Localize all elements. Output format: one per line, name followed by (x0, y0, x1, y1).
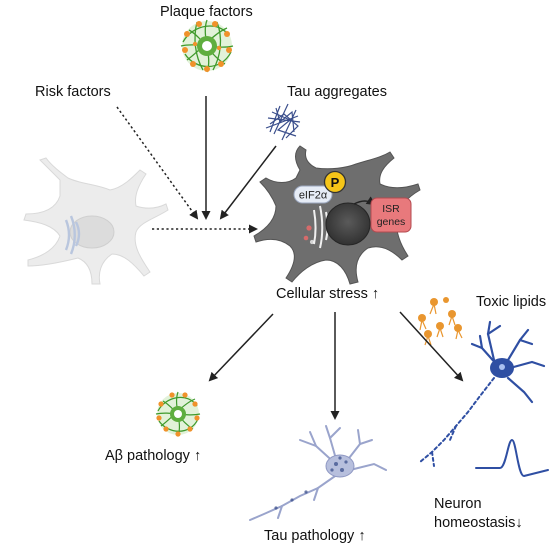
abeta-pathology-arrow (208, 313, 274, 382)
plaque-factors-label: Plaque factors (160, 4, 253, 20)
risk-factors-label: Risk factors (35, 84, 111, 100)
arrows (116, 96, 464, 420)
neuron-homeostasis-label-line1: Neuron (434, 496, 482, 512)
tau-aggregate-icon (265, 103, 301, 141)
tau-pathology-label: Tau pathology ↑ (264, 528, 366, 544)
abeta-plaque-icon (155, 391, 201, 437)
tau-pathology-neuron (249, 425, 387, 521)
phosphate-badge: P (323, 170, 347, 194)
toxic-lipids-label: Toxic lipids (476, 294, 547, 310)
eif2a-badge: eIF2α (293, 185, 333, 204)
neuron-icon (419, 320, 549, 477)
toxic-lipids-icon (418, 297, 463, 346)
risk-factors-arrow (116, 106, 199, 220)
isr-label-line2: genes (377, 216, 406, 228)
neuron-homeostasis-label-line2: homeostasis↓ (434, 515, 523, 531)
neuron-homeostasis-arrow (399, 311, 464, 382)
isr-label-line1: ISR (382, 203, 400, 215)
isr-genes-box: ISR genes (370, 197, 412, 233)
tau-aggregates-label: Tau aggregates (287, 84, 387, 100)
tau-aggregates-arrow (219, 145, 277, 220)
phosphate-label: P (331, 175, 340, 190)
eif2a-label: eIF2α (299, 190, 328, 202)
healthy-astrocyte (23, 157, 169, 285)
abeta-pathology-label: Aβ pathology ↑ (105, 448, 202, 464)
plaque-icon (180, 19, 234, 73)
cellular-stress-label: Cellular stress ↑ (276, 286, 380, 302)
